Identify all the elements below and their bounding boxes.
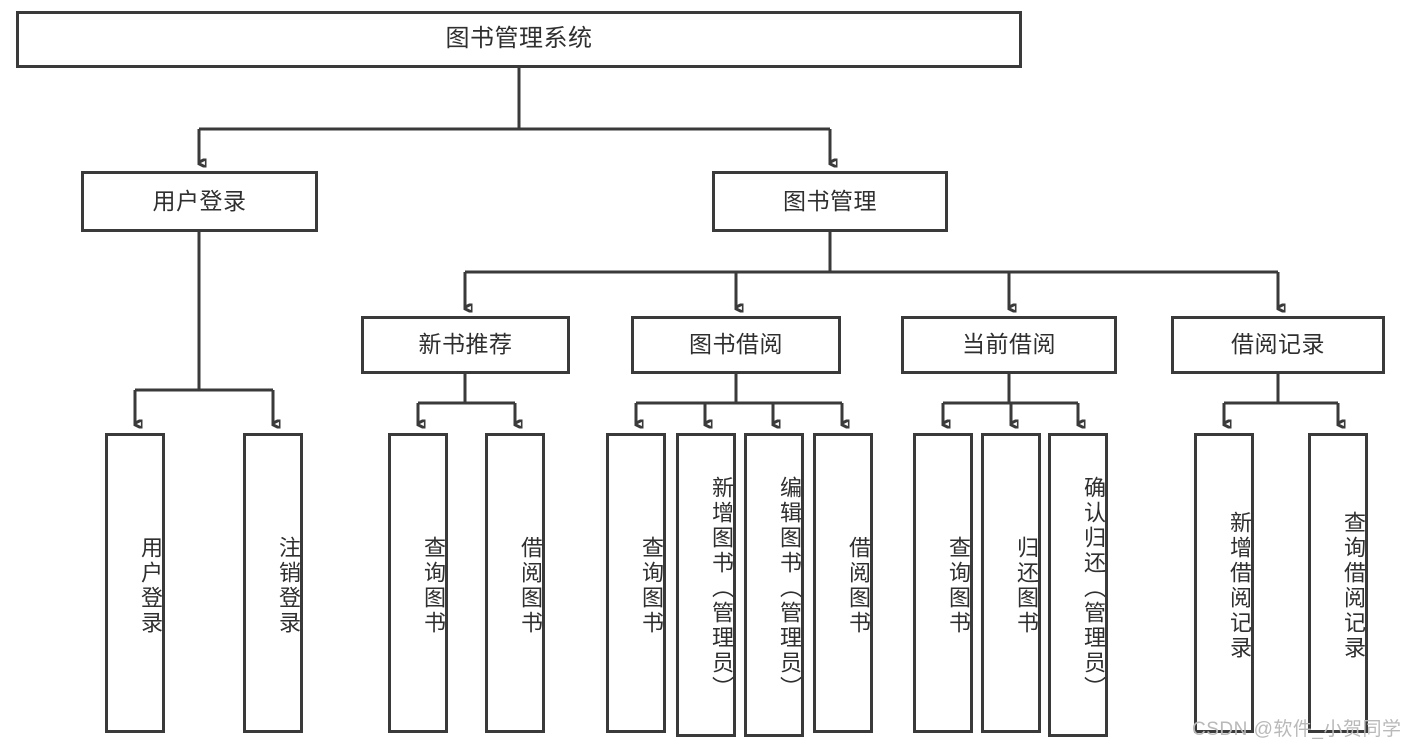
node-book-management[interactable]: 图书管理 [712, 171, 948, 232]
node-book-borrow-label: 图书借阅 [689, 331, 783, 358]
leaf-query-record-label: 查询借阅记录 [1341, 511, 1366, 661]
node-book-borrow[interactable]: 图书借阅 [631, 316, 841, 374]
leaf-edit-book-label: 编辑图书（管理员） [777, 475, 802, 701]
node-borrow-record-label: 借阅记录 [1231, 331, 1325, 358]
csdn-watermark: CSDN @软件_小贺同学 [1192, 719, 1402, 740]
node-current-borrow[interactable]: 当前借阅 [901, 316, 1117, 374]
leaf-borrow-book-2-label: 借阅图书 [846, 536, 871, 636]
leaf-borrow-book-2[interactable]: 借阅图书 [813, 433, 873, 733]
leaf-user-login[interactable]: 用户登录 [105, 433, 165, 733]
leaf-query-book-2[interactable]: 查询图书 [606, 433, 666, 733]
node-book-management-label: 图书管理 [783, 187, 877, 214]
leaf-query-book-3[interactable]: 查询图书 [913, 433, 973, 733]
leaf-add-book[interactable]: 新增图书（管理员） [676, 433, 736, 737]
node-user-login-label: 用户登录 [152, 187, 247, 214]
leaf-query-record[interactable]: 查询借阅记录 [1308, 433, 1368, 733]
leaf-borrow-book-1-label: 借阅图书 [518, 536, 543, 636]
leaf-user-logout[interactable]: 注销登录 [243, 433, 303, 733]
leaf-query-book-2-label: 查询图书 [639, 536, 664, 636]
node-current-borrow-label: 当前借阅 [962, 331, 1056, 358]
leaf-add-record[interactable]: 新增借阅记录 [1194, 433, 1254, 733]
leaf-add-book-label: 新增图书（管理员） [709, 475, 734, 701]
leaf-query-book-1[interactable]: 查询图书 [388, 433, 448, 733]
leaf-confirm-return-label: 确认归还（管理员） [1081, 475, 1106, 701]
leaf-edit-book[interactable]: 编辑图书（管理员） [744, 433, 804, 737]
leaf-query-book-1-label: 查询图书 [421, 536, 446, 636]
leaf-borrow-book-1[interactable]: 借阅图书 [485, 433, 545, 733]
node-user-login[interactable]: 用户登录 [81, 171, 318, 232]
leaf-user-login-label: 用户登录 [138, 536, 163, 636]
leaf-return-book-label: 归还图书 [1014, 536, 1039, 636]
leaf-confirm-return[interactable]: 确认归还（管理员） [1048, 433, 1108, 737]
node-new-book-recommend[interactable]: 新书推荐 [361, 316, 570, 374]
node-root-label: 图书管理系统 [445, 25, 593, 53]
leaf-user-logout-label: 注销登录 [276, 536, 301, 636]
leaf-query-book-3-label: 查询图书 [946, 536, 971, 636]
leaf-return-book[interactable]: 归还图书 [981, 433, 1041, 733]
node-root[interactable]: 图书管理系统 [16, 11, 1022, 68]
leaf-add-record-label: 新增借阅记录 [1227, 511, 1252, 661]
node-borrow-record[interactable]: 借阅记录 [1171, 316, 1385, 374]
node-new-book-recommend-label: 新书推荐 [418, 331, 513, 358]
